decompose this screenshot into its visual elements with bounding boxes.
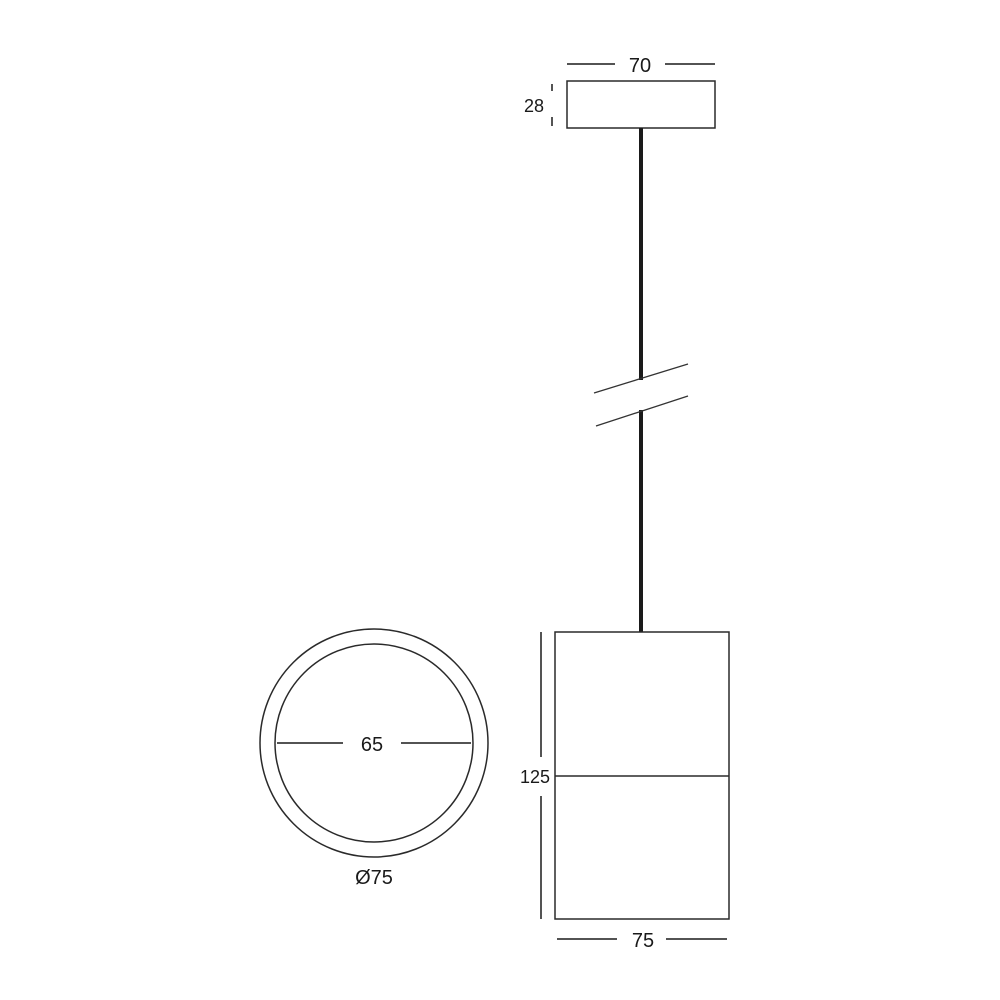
inner-diameter-dimension: 65 xyxy=(277,734,471,756)
body-height-label: 125 xyxy=(520,767,550,787)
canopy xyxy=(566,80,716,129)
canopy-width-dimension: 70 xyxy=(567,55,715,77)
outer-circle xyxy=(259,628,489,858)
body-height-dimension: 125 xyxy=(520,632,550,919)
canopy-outline xyxy=(566,80,716,129)
canopy-height-dimension: 28 xyxy=(524,84,553,126)
canopy-width-label: 70 xyxy=(629,55,651,77)
light-body xyxy=(554,631,730,920)
break-mark-line xyxy=(593,363,689,394)
body-width-label: 75 xyxy=(632,930,654,952)
body-width-dimension: 75 xyxy=(557,930,727,952)
canopy-height-label: 28 xyxy=(524,96,544,116)
inner-diameter-label: 65 xyxy=(361,734,383,756)
bottom-view xyxy=(259,628,489,858)
suspension-cable xyxy=(593,128,689,632)
inner-circle xyxy=(274,643,474,843)
break-mark-line xyxy=(595,395,689,427)
outer-diameter-label: Ø75 xyxy=(355,867,393,889)
